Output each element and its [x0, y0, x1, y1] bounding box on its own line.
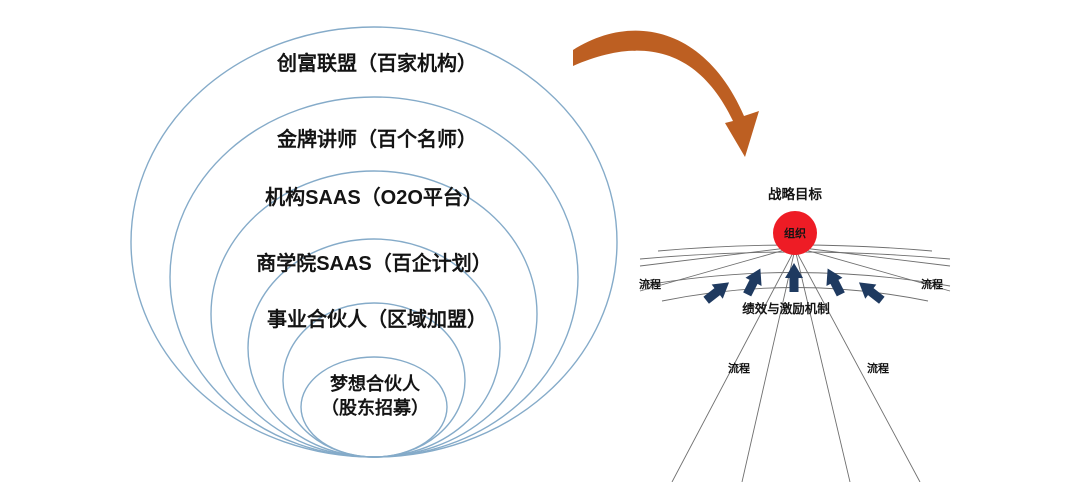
converging-arrow-icon — [703, 282, 730, 304]
ring-label-1: 创富联盟（百家机构） — [276, 51, 477, 75]
perspective-line — [794, 246, 951, 292]
perspective-line — [794, 246, 951, 267]
ring-label-6-line1: 梦想合伙人 — [330, 373, 421, 394]
nested-rings-diagram: 创富联盟（百家机构） 金牌讲师（百个名师） 机构SAAS（O2O平台） 商学院S… — [130, 26, 618, 458]
process-right-label: 流程 — [921, 277, 943, 291]
organization-circle — [773, 211, 817, 255]
ring-label-5: 事业合伙人（区域加盟） — [267, 307, 487, 331]
ring-6 — [300, 356, 448, 458]
perspective-line — [794, 248, 921, 482]
organization-diagram: 战略目标 组织 流程 流程 绩效与激励机制 流程 流程 — [639, 186, 951, 482]
converging-arrow-icon — [826, 268, 845, 297]
ring-ellipses — [130, 26, 618, 458]
perspective-line — [639, 246, 796, 267]
converging-arrow-icon — [743, 268, 762, 297]
strategy-goal-label: 战略目标 — [768, 186, 822, 202]
incentive-mechanism-label: 绩效与激励机制 — [742, 301, 830, 316]
curved-connector-arrow-icon — [573, 30, 759, 158]
process-left-label: 流程 — [639, 277, 661, 291]
converging-arrow-icon — [858, 282, 885, 304]
ring-label-4: 商学院SAAS（百企计划） — [256, 251, 492, 275]
process-bottom-right-label: 流程 — [867, 361, 889, 375]
ring-label-3: 机构SAAS（O2O平台） — [265, 185, 483, 209]
ring-label-6-line2: （股东招募） — [321, 397, 429, 418]
ring-label-2: 金牌讲师（百个名师） — [276, 127, 477, 151]
perspective-line — [794, 248, 851, 482]
process-bottom-left-label: 流程 — [728, 361, 750, 375]
converging-arrow-icon — [785, 263, 803, 292]
converging-arrows — [703, 263, 885, 304]
organization-label: 组织 — [784, 226, 806, 240]
perspective-line — [639, 246, 796, 292]
